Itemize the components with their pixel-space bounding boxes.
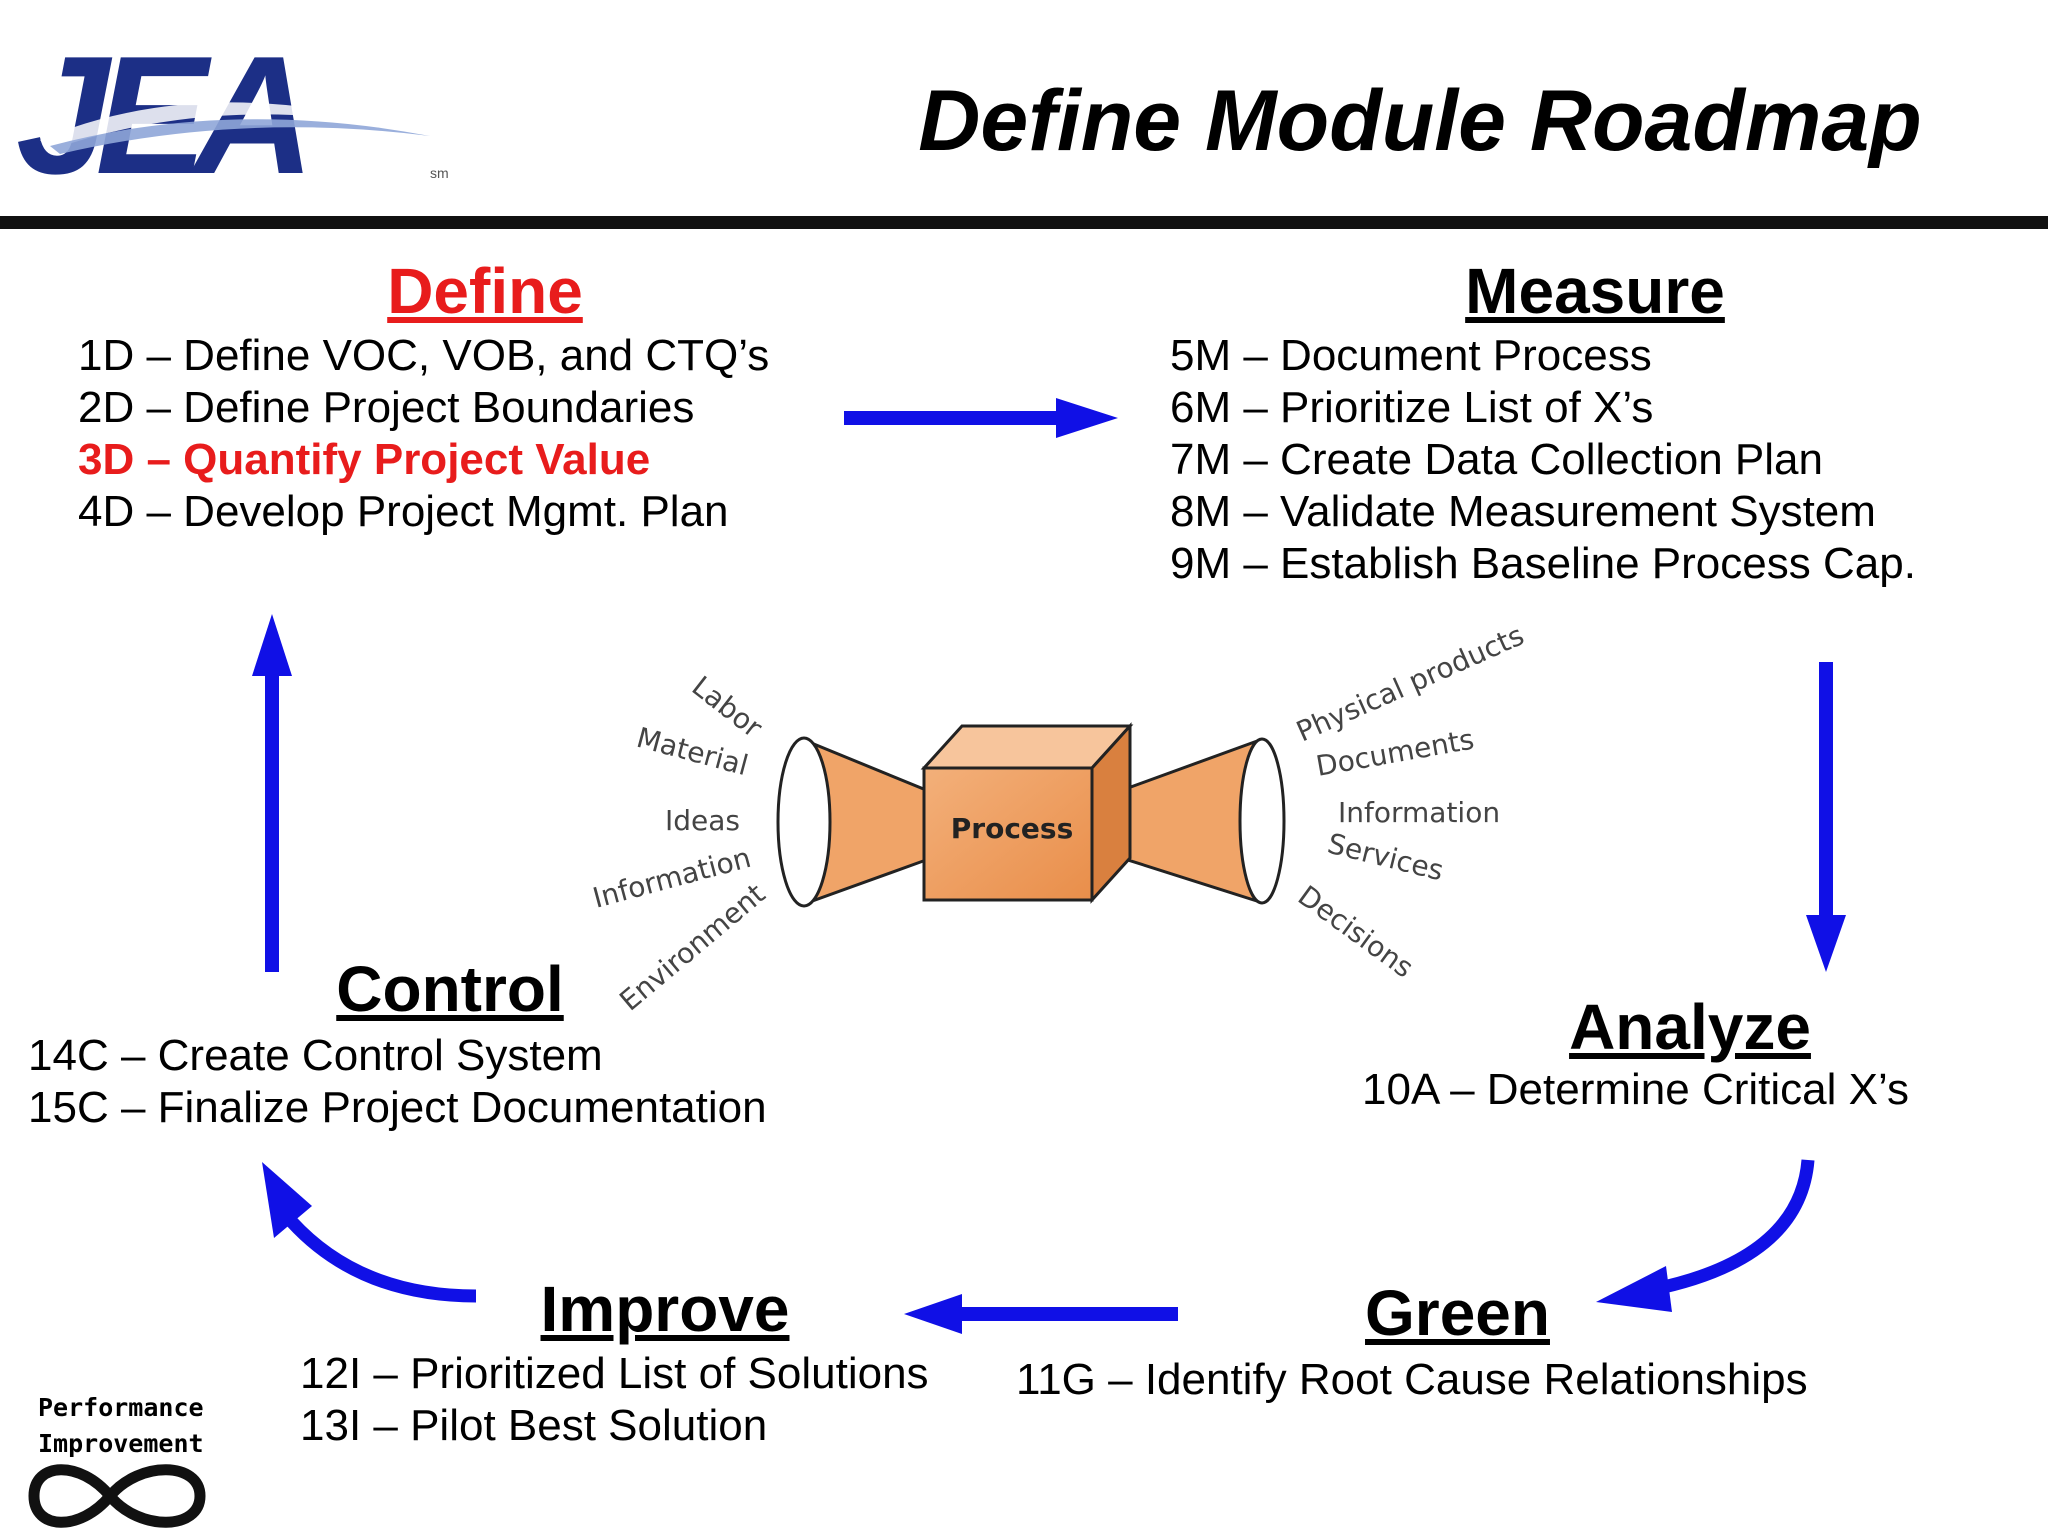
list-item: 10A – Determine Critical X’s [1362,1065,1909,1114]
performance-improvement-badge: Performance Improvement [38,1390,204,1462]
infinity-icon [28,1464,206,1528]
logo-swoosh [40,102,430,150]
input-label: Environment [613,877,771,1017]
input-label: Material [633,721,751,782]
list-item-highlighted: 3D – Quantify Project Value [78,435,651,484]
list-item: 8M – Validate Measurement System [1170,487,1876,536]
green-heading: Green [1365,1277,1550,1349]
arrow-measure-to-analyze [1806,662,1846,972]
output-label: Services [1324,827,1447,888]
list-item: 5M – Document Process [1170,331,1652,380]
list-item: 6M – Prioritize List of X’s [1170,383,1654,432]
output-label: Decisions [1292,879,1420,984]
list-item: 2D – Define Project Boundaries [78,383,695,432]
green-list: 11G – Identify Root Cause Relationships [1016,1354,1808,1406]
input-label: Labor [686,670,769,745]
badge-line: Performance [38,1393,204,1422]
header-divider [0,216,2048,229]
list-item: 13I – Pilot Best Solution [300,1401,768,1450]
output-label: Physical products [1291,619,1528,749]
control-list: 14C – Create Control System 15C – Finali… [28,1030,767,1134]
arrow-analyze-to-green [1596,1159,1815,1312]
arrow-improve-to-control [262,1162,477,1303]
process-illustration: Process Labor Material Ideas Information… [589,619,1528,1018]
list-item: 7M – Create Data Collection Plan [1170,435,1823,484]
define-list: 1D – Define VOC, VOB, and CTQ’s 2D – Def… [78,330,769,538]
output-label: Documents [1313,723,1476,783]
output-funnel [1126,737,1262,905]
input-funnel [802,737,928,907]
input-label: Ideas [665,804,740,837]
arrow-green-to-improve [904,1294,1178,1334]
process-label: Process [951,812,1074,845]
process-box-side [1090,722,1132,904]
improve-heading: Improve [540,1273,790,1345]
arrow-define-to-measure [844,398,1118,438]
list-item: 15C – Finalize Project Documentation [28,1083,767,1132]
arrow-control-to-define [252,614,292,972]
list-item: 12I – Prioritized List of Solutions [300,1349,929,1398]
output-label: Information [1338,796,1500,829]
list-item: 1D – Define VOC, VOB, and CTQ’s [78,331,770,380]
analyze-heading: Analyze [1569,991,1811,1063]
output-funnel-mouth [1238,737,1286,905]
define-heading: Define [387,255,583,327]
logo-swoosh-shade [50,119,430,154]
analyze-list: 10A – Determine Critical X’s [1362,1064,1909,1116]
improve-list: 12I – Prioritized List of Solutions 13I … [300,1348,929,1452]
badge-line: Improvement [38,1429,204,1458]
jea-logo: JEA sm [16,28,449,198]
list-item: 9M – Establish Baseline Process Cap. [1170,539,1916,588]
control-heading: Control [336,953,564,1025]
list-item: 11G – Identify Root Cause Relationships [1016,1355,1808,1404]
measure-heading: Measure [1465,255,1725,327]
input-funnel-mouth [776,736,832,908]
list-item: 4D – Develop Project Mgmt. Plan [78,487,729,536]
process-box-front [922,766,1094,902]
process-box-top [920,724,1134,770]
list-item: 14C – Create Control System [28,1031,603,1080]
logo-sm-mark: sm [430,165,449,181]
page-title: Define Module Roadmap [918,73,1922,169]
input-label: Information [589,841,754,915]
measure-list: 5M – Document Process 6M – Prioritize Li… [1170,330,1916,590]
